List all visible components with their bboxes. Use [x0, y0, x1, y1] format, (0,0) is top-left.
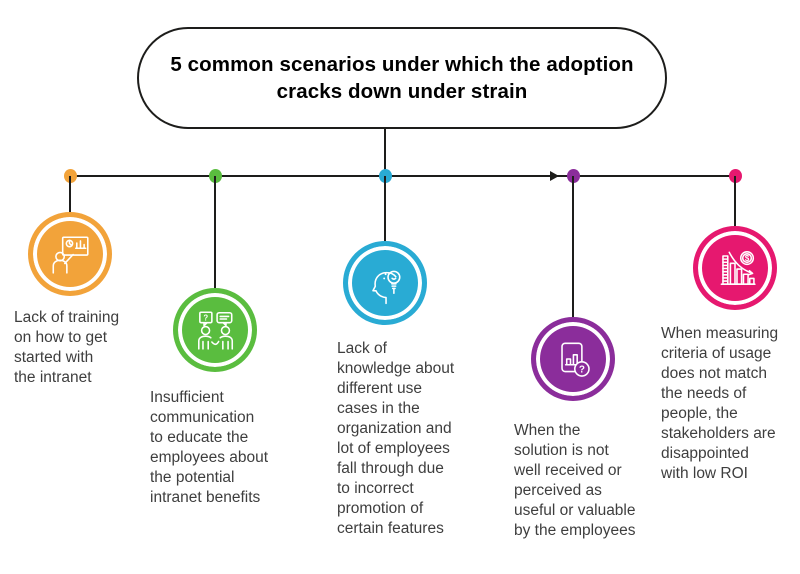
branch-label: Lack of training on how to get started w… — [14, 309, 120, 386]
branch-label: When measuring criteria of usage does no… — [661, 325, 779, 482]
communication-circle: ? — [173, 288, 257, 372]
knowledge-circle — [343, 241, 427, 325]
svg-text:?: ? — [203, 313, 208, 322]
head-lightbulb-icon — [372, 270, 401, 305]
title-box: 5 common scenarios under which the adopt… — [137, 27, 667, 129]
drop-line — [734, 176, 736, 228]
drop-line — [572, 176, 574, 319]
roi-circle: $ — [693, 226, 777, 310]
reception-circle: ? — [531, 317, 615, 401]
branch-label: Lack of knowledge about different use ca… — [337, 340, 455, 537]
drop-line — [69, 176, 71, 214]
connector-arrowhead — [550, 171, 559, 181]
branch-label: When the solution is not well received o… — [514, 422, 636, 539]
stem-connector-line — [384, 129, 386, 176]
declining-chart-dollar-icon: $ — [720, 251, 756, 285]
training-circle — [28, 212, 112, 296]
drop-line — [384, 176, 386, 243]
trainer-presentation-icon — [52, 236, 89, 274]
svg-text:?: ? — [579, 365, 585, 376]
svg-text:$: $ — [745, 254, 750, 263]
branch-label: Insufficient communication to educate th… — [150, 389, 269, 506]
people-conversation-icon: ? — [198, 311, 234, 350]
horizontal-connector-line — [70, 175, 736, 177]
page-title: 5 common scenarios under which the adopt… — [170, 53, 634, 103]
drop-line — [214, 176, 216, 290]
report-question-icon: ? — [561, 342, 590, 377]
